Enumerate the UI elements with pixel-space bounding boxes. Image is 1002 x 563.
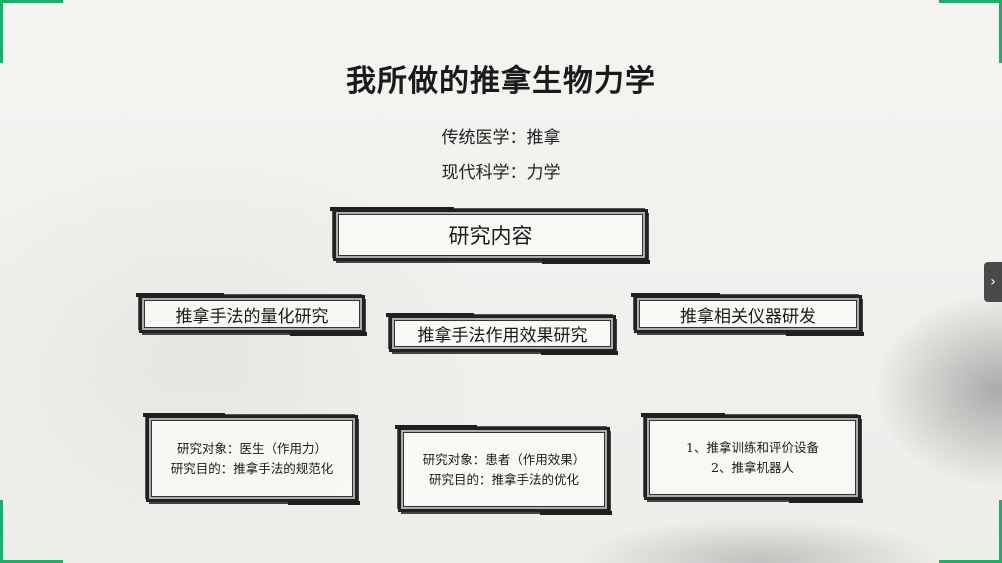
corner-marker-top-left	[0, 0, 63, 63]
corner-marker-top-right	[939, 0, 1002, 63]
slide-title: 我所做的推拿生物力学	[346, 64, 656, 99]
branch-effect-label: 推拿手法作用效果研究	[417, 326, 588, 346]
detail-patient-line2: 研究目的：推拿手法的优化	[428, 471, 579, 487]
branch-device-label: 推拿相关仪器研发	[680, 306, 816, 327]
detail-box-devices: 1、推拿训练和评价设备 2、推拿机器人	[641, 413, 863, 503]
detail-devices-line2: 2、推拿机器人	[711, 459, 794, 475]
next-slide-button[interactable]: ›	[984, 262, 1002, 302]
subtitle-traditional-medicine: 传统医学：推拿	[441, 128, 561, 148]
branch-effect-box: 推拿手法作用效果研究	[386, 313, 618, 355]
branch-quantification-label: 推拿手法的量化研究	[175, 306, 329, 327]
detail-box-doctor: 研究对象：医生（作用力） 研究目的：推拿手法的规范化	[143, 413, 360, 505]
corner-marker-bottom-left	[0, 500, 63, 563]
detail-devices-line1: 1、推拿训练和评价设备	[686, 439, 819, 455]
corner-marker-bottom-right	[939, 500, 1002, 563]
branch-quantification-box: 推拿手法的量化研究	[136, 293, 367, 336]
detail-doctor-line1: 研究对象：医生（作用力）	[176, 440, 327, 456]
research-content-label: 研究内容	[448, 224, 533, 248]
research-content-box: 研究内容	[330, 207, 650, 264]
detail-doctor-line2: 研究目的：推拿手法的规范化	[170, 460, 334, 476]
subtitle-modern-science: 现代科学：力学	[441, 163, 561, 183]
detail-box-patient: 研究对象：患者（作用效果） 研究目的：推拿手法的优化	[395, 425, 612, 515]
branch-device-box: 推拿相关仪器研发	[631, 293, 864, 336]
chevron-right-icon: ›	[990, 274, 996, 290]
detail-patient-line1: 研究对象：患者（作用效果）	[422, 451, 586, 467]
